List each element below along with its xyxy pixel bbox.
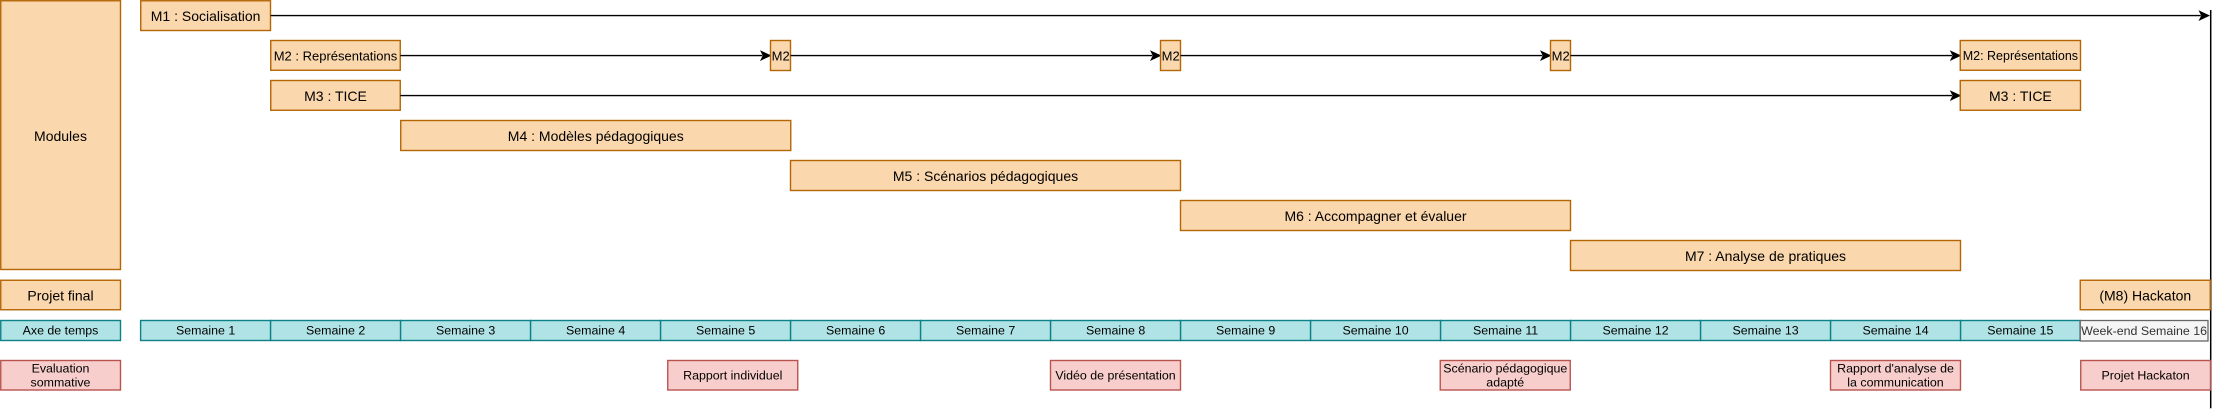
svg-text:Scénario pédagogique: Scénario pédagogique bbox=[1443, 361, 1567, 375]
svg-text:Modules: Modules bbox=[34, 128, 87, 144]
svg-text:M3 : TICE: M3 : TICE bbox=[1989, 88, 2052, 104]
svg-text:Semaine 6: Semaine 6 bbox=[826, 324, 885, 338]
svg-text:M2: Représentations: M2: Représentations bbox=[1963, 49, 2078, 63]
svg-text:Semaine 8: Semaine 8 bbox=[1086, 324, 1145, 338]
svg-text:M2 : Représentations: M2 : Représentations bbox=[274, 49, 398, 64]
svg-text:M6 : Accompagner et évaluer: M6 : Accompagner et évaluer bbox=[1284, 208, 1466, 224]
svg-text:Semaine 13: Semaine 13 bbox=[1733, 324, 1799, 338]
svg-text:Rapport individuel: Rapport individuel bbox=[683, 369, 782, 383]
svg-text:Semaine 11: Semaine 11 bbox=[1473, 324, 1538, 338]
svg-text:Semaine 4: Semaine 4 bbox=[566, 324, 625, 338]
svg-text:M7 : Analyse de pratiques: M7 : Analyse de pratiques bbox=[1685, 248, 1846, 264]
svg-text:adapté: adapté bbox=[1486, 375, 1524, 389]
svg-text:Semaine 3: Semaine 3 bbox=[436, 324, 495, 338]
svg-text:Semaine 9: Semaine 9 bbox=[1216, 324, 1275, 338]
svg-text:M2: M2 bbox=[1552, 49, 1570, 64]
svg-text:Semaine 12: Semaine 12 bbox=[1603, 324, 1669, 338]
svg-text:M4 : Modèles pédagogiques: M4 : Modèles pédagogiques bbox=[508, 128, 684, 144]
svg-text:M2: M2 bbox=[772, 49, 790, 64]
svg-text:la communication: la communication bbox=[1847, 375, 1944, 389]
svg-text:Semaine 5: Semaine 5 bbox=[696, 324, 755, 338]
svg-text:Semaine 1: Semaine 1 bbox=[176, 324, 235, 338]
svg-text:Projet final: Projet final bbox=[27, 288, 93, 304]
svg-text:Semaine 7: Semaine 7 bbox=[956, 324, 1015, 338]
svg-text:Semaine 10: Semaine 10 bbox=[1343, 324, 1409, 338]
svg-text:M1 : Socialisation: M1 : Socialisation bbox=[151, 8, 261, 24]
svg-text:M5 : Scénarios pédagogiques: M5 : Scénarios pédagogiques bbox=[893, 168, 1078, 184]
svg-text:(M8) Hackaton: (M8) Hackaton bbox=[2099, 288, 2191, 304]
svg-text:Rapport d'analyse de: Rapport d'analyse de bbox=[1837, 361, 1954, 375]
svg-text:Week-end Semaine 16: Week-end Semaine 16 bbox=[2081, 324, 2207, 338]
svg-text:Evaluation: Evaluation bbox=[32, 361, 90, 375]
svg-text:M3 : TICE: M3 : TICE bbox=[304, 88, 367, 104]
svg-text:Semaine 14: Semaine 14 bbox=[1863, 324, 1929, 338]
svg-text:Vidéo de présentation: Vidéo de présentation bbox=[1055, 369, 1175, 383]
svg-text:sommative: sommative bbox=[31, 375, 91, 389]
svg-text:Projet Hackaton: Projet Hackaton bbox=[2102, 369, 2190, 383]
svg-text:Semaine 15: Semaine 15 bbox=[1987, 324, 2053, 338]
svg-text:Semaine 2: Semaine 2 bbox=[306, 324, 365, 338]
svg-text:M2: M2 bbox=[1162, 49, 1180, 64]
svg-text:Axe de temps: Axe de temps bbox=[23, 324, 99, 338]
